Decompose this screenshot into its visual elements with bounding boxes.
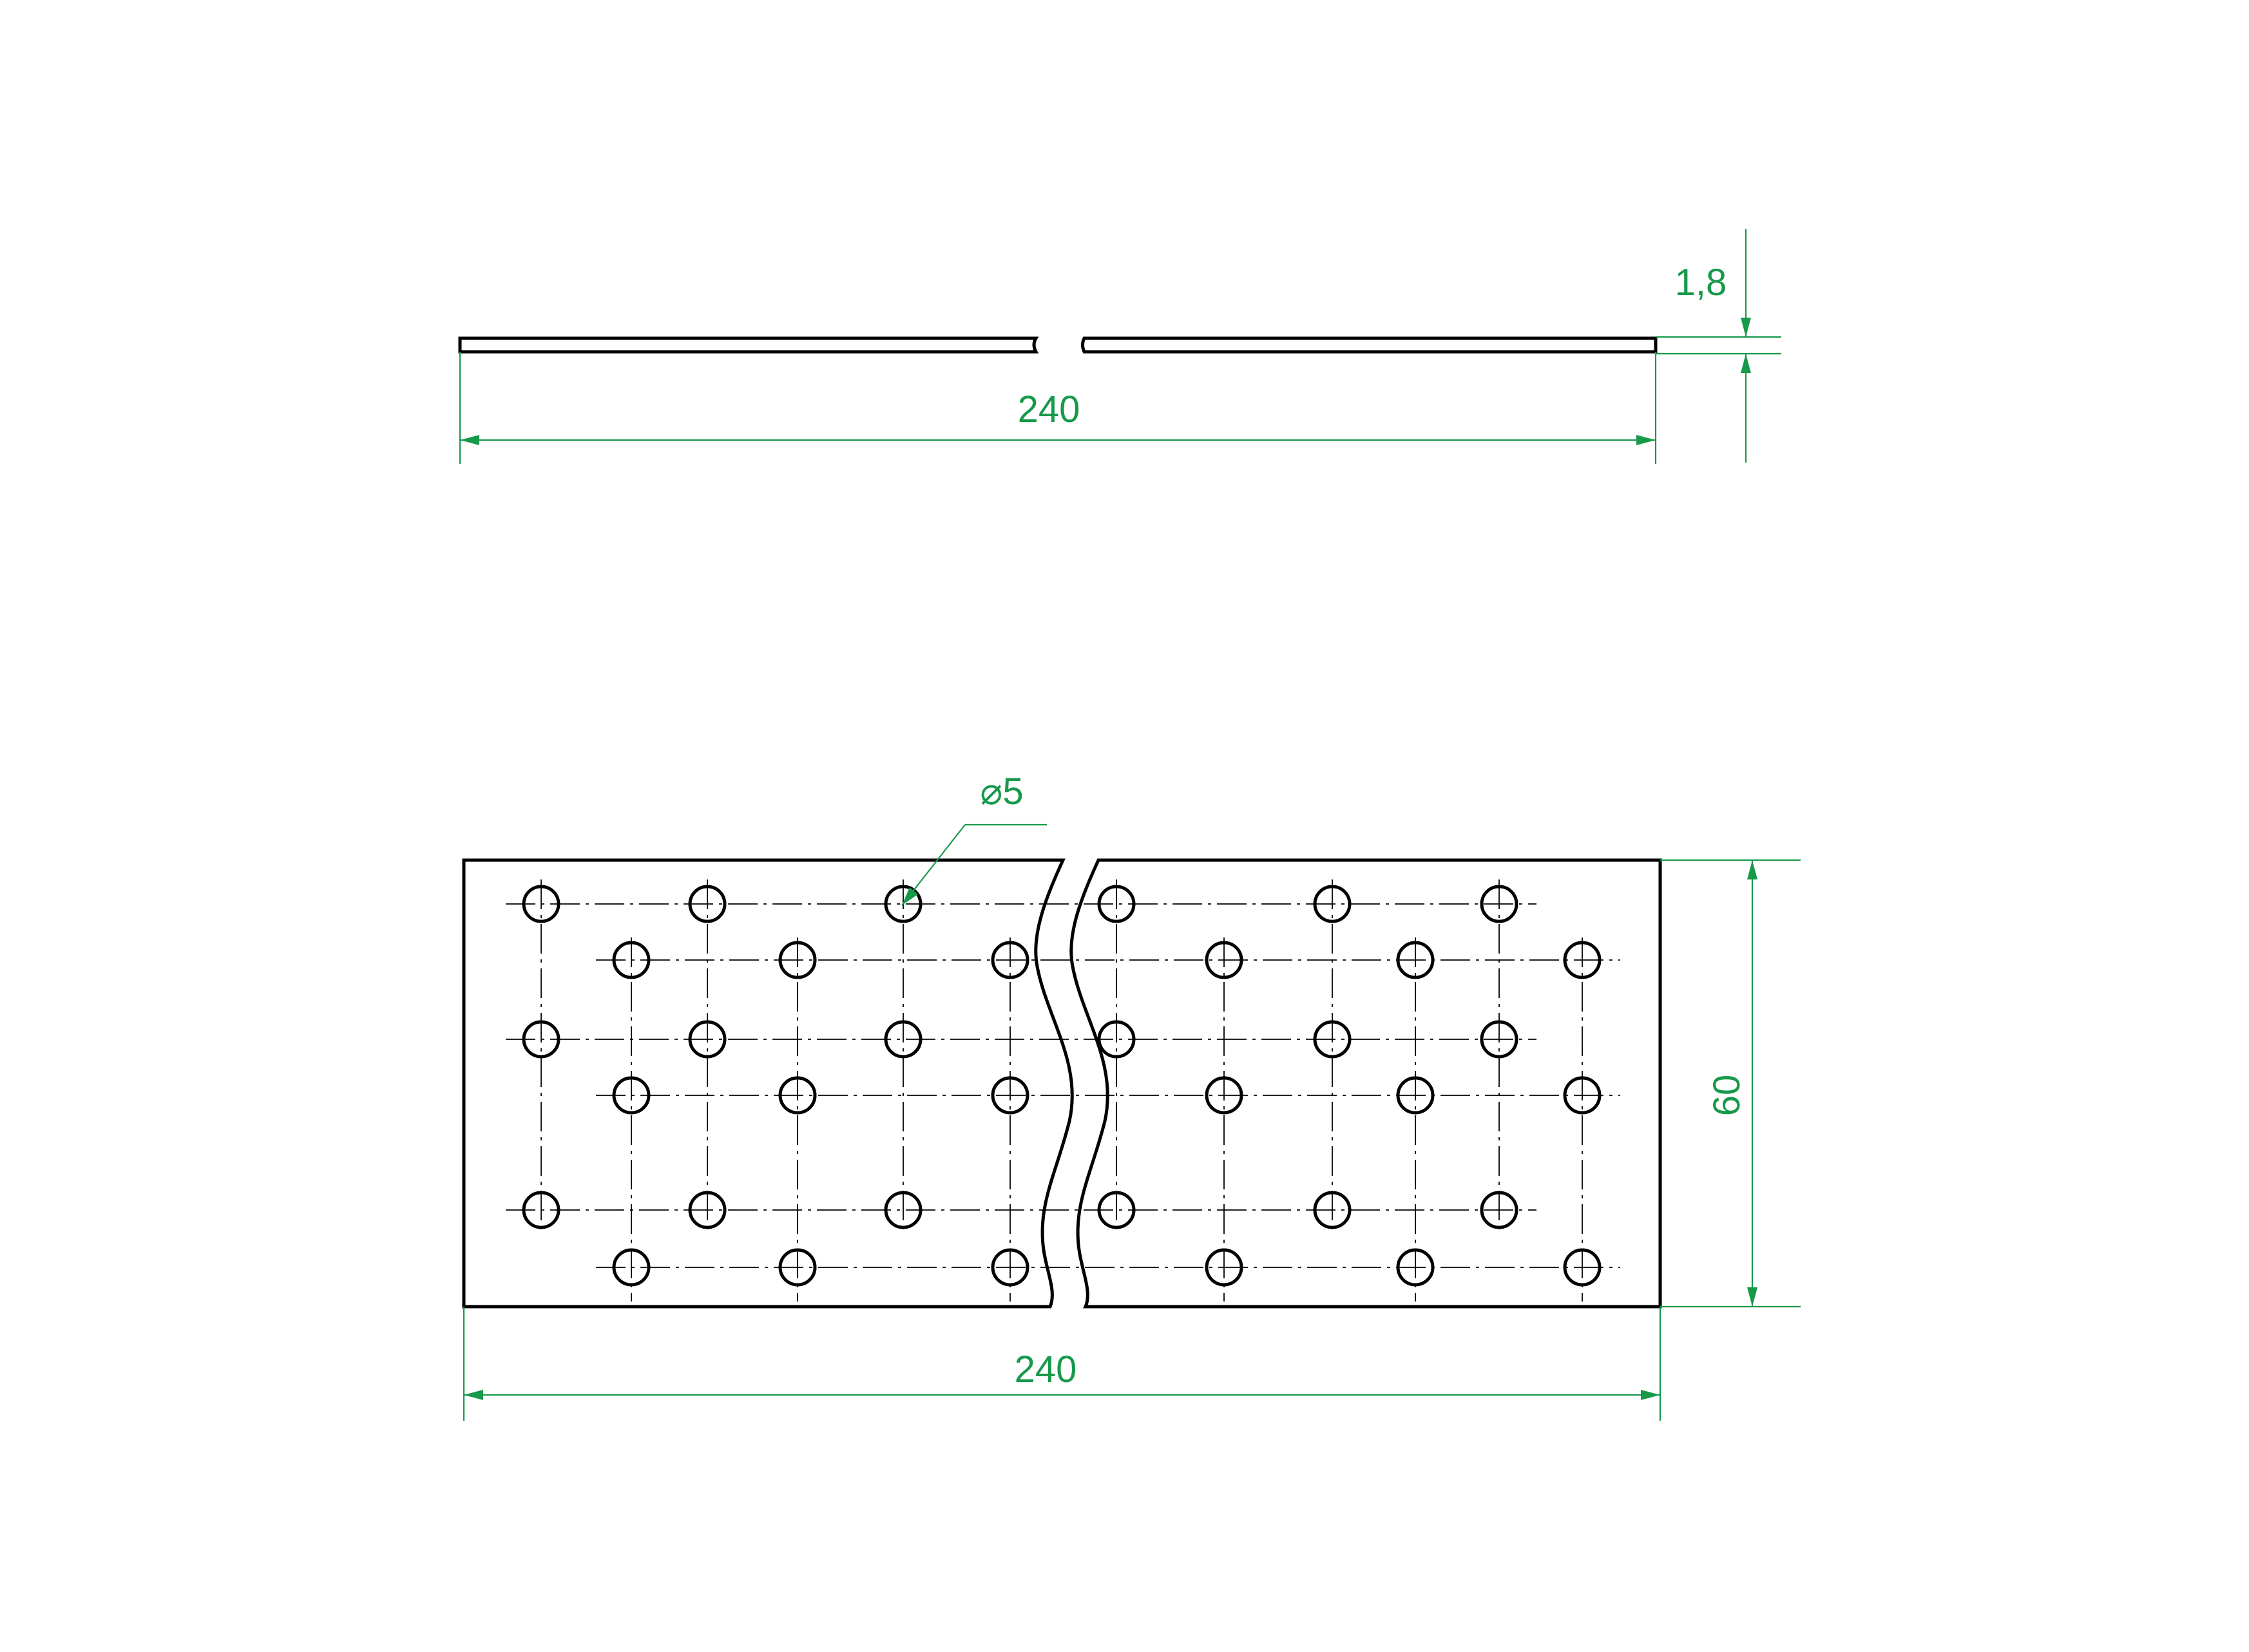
hole bbox=[1097, 885, 1136, 923]
hole bbox=[991, 941, 1029, 979]
hole bbox=[1313, 885, 1352, 923]
width-label: 60 bbox=[1706, 1075, 1748, 1117]
side-plate-left bbox=[458, 336, 1039, 354]
width-arrow-bottom bbox=[1747, 1287, 1757, 1307]
hole bbox=[1563, 1076, 1602, 1115]
top-plate-left bbox=[462, 858, 1074, 1309]
hole bbox=[522, 885, 560, 923]
hole bbox=[1396, 1076, 1435, 1115]
side-length-arrow-left bbox=[460, 435, 479, 445]
hole bbox=[1563, 1248, 1602, 1287]
side-plate-right bbox=[1081, 336, 1658, 354]
thickness-arrow-bottom bbox=[1741, 354, 1751, 373]
hole bbox=[1396, 1248, 1435, 1287]
hole bbox=[1205, 1248, 1243, 1287]
hole bbox=[778, 1248, 817, 1287]
hole-pattern bbox=[522, 885, 1602, 1287]
hole-centerlines bbox=[506, 879, 1620, 1301]
hole bbox=[778, 941, 817, 979]
hole bbox=[991, 1248, 1029, 1287]
side-length-arrow-right bbox=[1636, 435, 1656, 445]
hole bbox=[612, 941, 651, 979]
hole bbox=[991, 1076, 1029, 1115]
hole bbox=[1396, 941, 1435, 979]
thickness-label: 1,8 bbox=[1675, 262, 1727, 303]
hole bbox=[522, 1191, 560, 1229]
top-length-arrow-left bbox=[464, 1390, 483, 1400]
side-view: 240 1,8 bbox=[458, 229, 1781, 464]
hole bbox=[688, 1191, 727, 1229]
hole bbox=[1205, 1076, 1243, 1115]
hole bbox=[884, 1020, 923, 1059]
hole bbox=[522, 1020, 560, 1059]
hole-diameter-label: ⌀5 bbox=[980, 771, 1023, 812]
hole bbox=[1480, 1020, 1518, 1059]
hole bbox=[778, 1076, 817, 1115]
top-length-arrow-right bbox=[1641, 1390, 1660, 1400]
hole bbox=[1563, 941, 1602, 979]
thickness-arrow-top bbox=[1741, 318, 1751, 337]
break-line-inner bbox=[1036, 966, 1073, 1122]
hole bbox=[688, 885, 727, 923]
hole bbox=[1097, 1191, 1136, 1229]
top-plate-right bbox=[1069, 858, 1662, 1309]
hole bbox=[884, 1191, 923, 1229]
top-view: ⌀5 240 60 bbox=[462, 771, 1801, 1421]
hole bbox=[884, 885, 923, 923]
hole bbox=[1480, 1191, 1518, 1229]
hole bbox=[1313, 1020, 1352, 1059]
width-arrow-top bbox=[1747, 860, 1757, 879]
hole bbox=[612, 1076, 651, 1115]
hole-leader-arrow bbox=[902, 887, 918, 905]
hole bbox=[1097, 1020, 1136, 1059]
hole bbox=[688, 1020, 727, 1059]
hole bbox=[1313, 1191, 1352, 1229]
hole bbox=[612, 1248, 651, 1287]
side-length-label: 240 bbox=[1018, 389, 1080, 430]
hole bbox=[1480, 885, 1518, 923]
hole bbox=[1205, 941, 1243, 979]
top-length-label: 240 bbox=[1015, 1349, 1077, 1390]
